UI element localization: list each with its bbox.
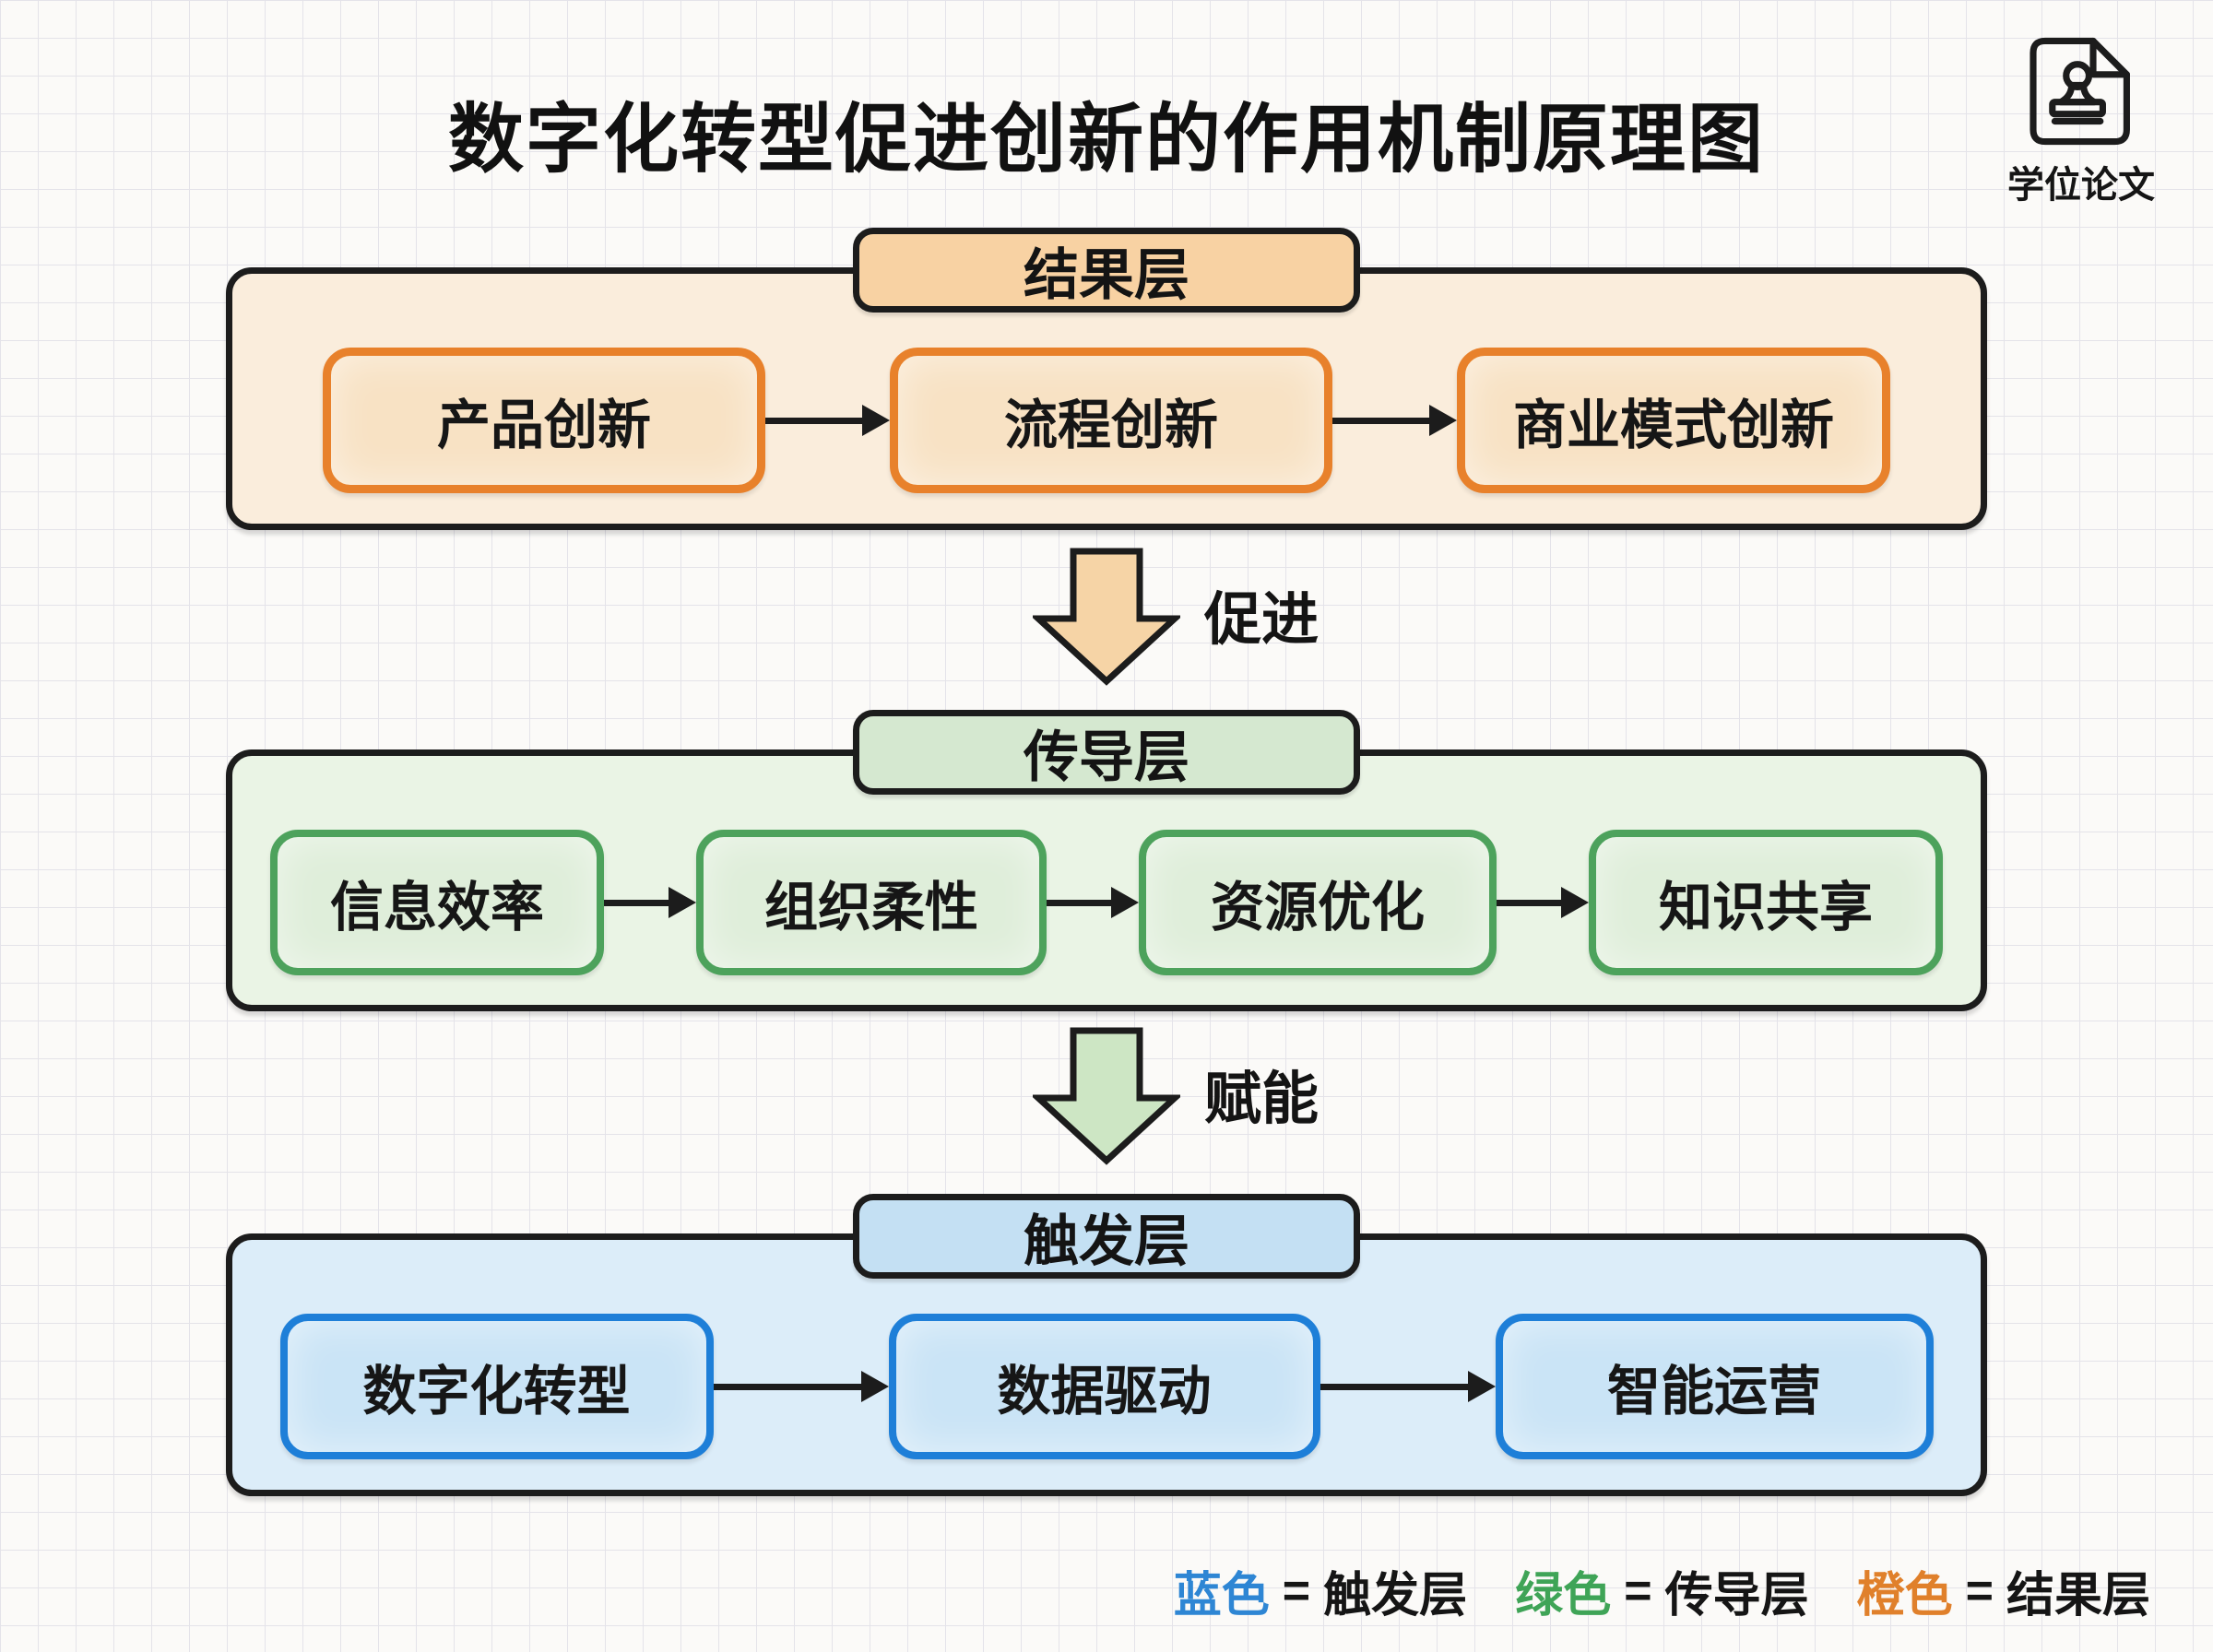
transmission-layer-header: 传导层 xyxy=(853,710,1360,795)
page-title: 数字化转型促进创新的作用机制原理图 xyxy=(447,98,1765,182)
transmission-layer-row: 信息效率 组织柔性 资源优化 知识共享 xyxy=(232,830,1981,975)
node-resource-optimization: 资源优化 xyxy=(1139,830,1497,975)
legend-item-result: 橙色 = 结果层 xyxy=(1857,1556,2150,1625)
connector-promote: 促进 xyxy=(1033,547,1319,687)
node-label: 数据驱动 xyxy=(997,1362,1212,1422)
connector-promote-label: 促进 xyxy=(1204,588,1320,652)
result-layer-row: 产品创新 流程创新 商业模式创新 xyxy=(232,348,1981,493)
node-label: 资源优化 xyxy=(1210,878,1425,938)
connector-empower-label: 赋能 xyxy=(1204,1068,1320,1131)
node-product-innovation: 产品创新 xyxy=(323,348,765,493)
thesis-badge: 学位论文 xyxy=(2003,31,2160,208)
node-data-driven: 数据驱动 xyxy=(888,1314,1320,1459)
node-knowledge-sharing: 知识共享 xyxy=(1589,830,1943,975)
down-arrow-icon xyxy=(1033,548,1180,686)
node-intelligent-operations: 智能运营 xyxy=(1495,1314,1934,1459)
node-digital-transformation: 数字化转型 xyxy=(279,1314,714,1459)
arrow-right-icon xyxy=(1320,1371,1496,1402)
node-label: 智能运营 xyxy=(1606,1362,1821,1422)
trigger-layer: 触发层 数字化转型 数据驱动 智能运营 xyxy=(226,1194,1987,1496)
result-layer-title: 结果层 xyxy=(1024,243,1189,306)
color-legend: 蓝色 = 触发层 绿色 = 传导层 橙色 = 结果层 xyxy=(1174,1556,2150,1625)
thesis-badge-label: 学位论文 xyxy=(2007,165,2155,206)
arrow-right-icon xyxy=(1332,405,1457,436)
legend-equals: = xyxy=(1624,1564,1652,1618)
node-process-innovation: 流程创新 xyxy=(890,348,1332,493)
legend-item-trigger: 蓝色 = 触发层 xyxy=(1174,1556,1467,1625)
node-organizational-flexibility: 组织柔性 xyxy=(696,830,1047,975)
legend-equals: = xyxy=(1282,1564,1311,1618)
legend-color-word: 橙色 xyxy=(1856,1569,1953,1622)
transmission-layer: 传导层 信息效率 组织柔性 资源优化 知识共享 xyxy=(226,710,1987,1011)
legend-layer-name: 结果层 xyxy=(2006,1569,2150,1622)
result-layer: 结果层 产品创新 流程创新 商业模式创新 xyxy=(226,228,1987,530)
legend-color-word: 绿色 xyxy=(1515,1569,1612,1622)
trigger-layer-row: 数字化转型 数据驱动 智能运营 xyxy=(232,1314,1981,1459)
transmission-layer-title: 传导层 xyxy=(1024,726,1189,788)
node-label: 产品创新 xyxy=(436,395,651,455)
arrow-right-icon xyxy=(1047,887,1139,918)
legend-item-transmission: 绿色 = 传导层 xyxy=(1515,1556,1808,1625)
down-arrow-icon xyxy=(1033,1027,1180,1165)
legend-layer-name: 传导层 xyxy=(1664,1569,1809,1622)
node-label: 信息效率 xyxy=(329,878,544,938)
legend-equals: = xyxy=(1965,1564,1994,1618)
legend-layer-name: 触发层 xyxy=(1323,1569,1468,1622)
arrow-right-icon xyxy=(713,1371,889,1402)
node-label: 商业模式创新 xyxy=(1512,395,1834,455)
node-label: 流程创新 xyxy=(1003,395,1218,455)
node-label: 知识共享 xyxy=(1658,878,1873,938)
trigger-layer-header: 触发层 xyxy=(853,1194,1360,1279)
trigger-layer-title: 触发层 xyxy=(1024,1210,1189,1272)
document-stamp-icon xyxy=(2030,37,2130,146)
connector-empower: 赋能 xyxy=(1033,1026,1319,1166)
arrow-right-icon xyxy=(604,887,696,918)
node-label: 组织柔性 xyxy=(763,878,978,938)
result-layer-header: 结果层 xyxy=(853,228,1360,313)
node-information-efficiency: 信息效率 xyxy=(270,830,604,975)
arrow-right-icon xyxy=(765,405,890,436)
node-label: 数字化转型 xyxy=(362,1362,631,1422)
arrow-right-icon xyxy=(1497,887,1589,918)
legend-color-word: 蓝色 xyxy=(1173,1569,1270,1622)
node-business-model-innovation: 商业模式创新 xyxy=(1457,348,1890,493)
